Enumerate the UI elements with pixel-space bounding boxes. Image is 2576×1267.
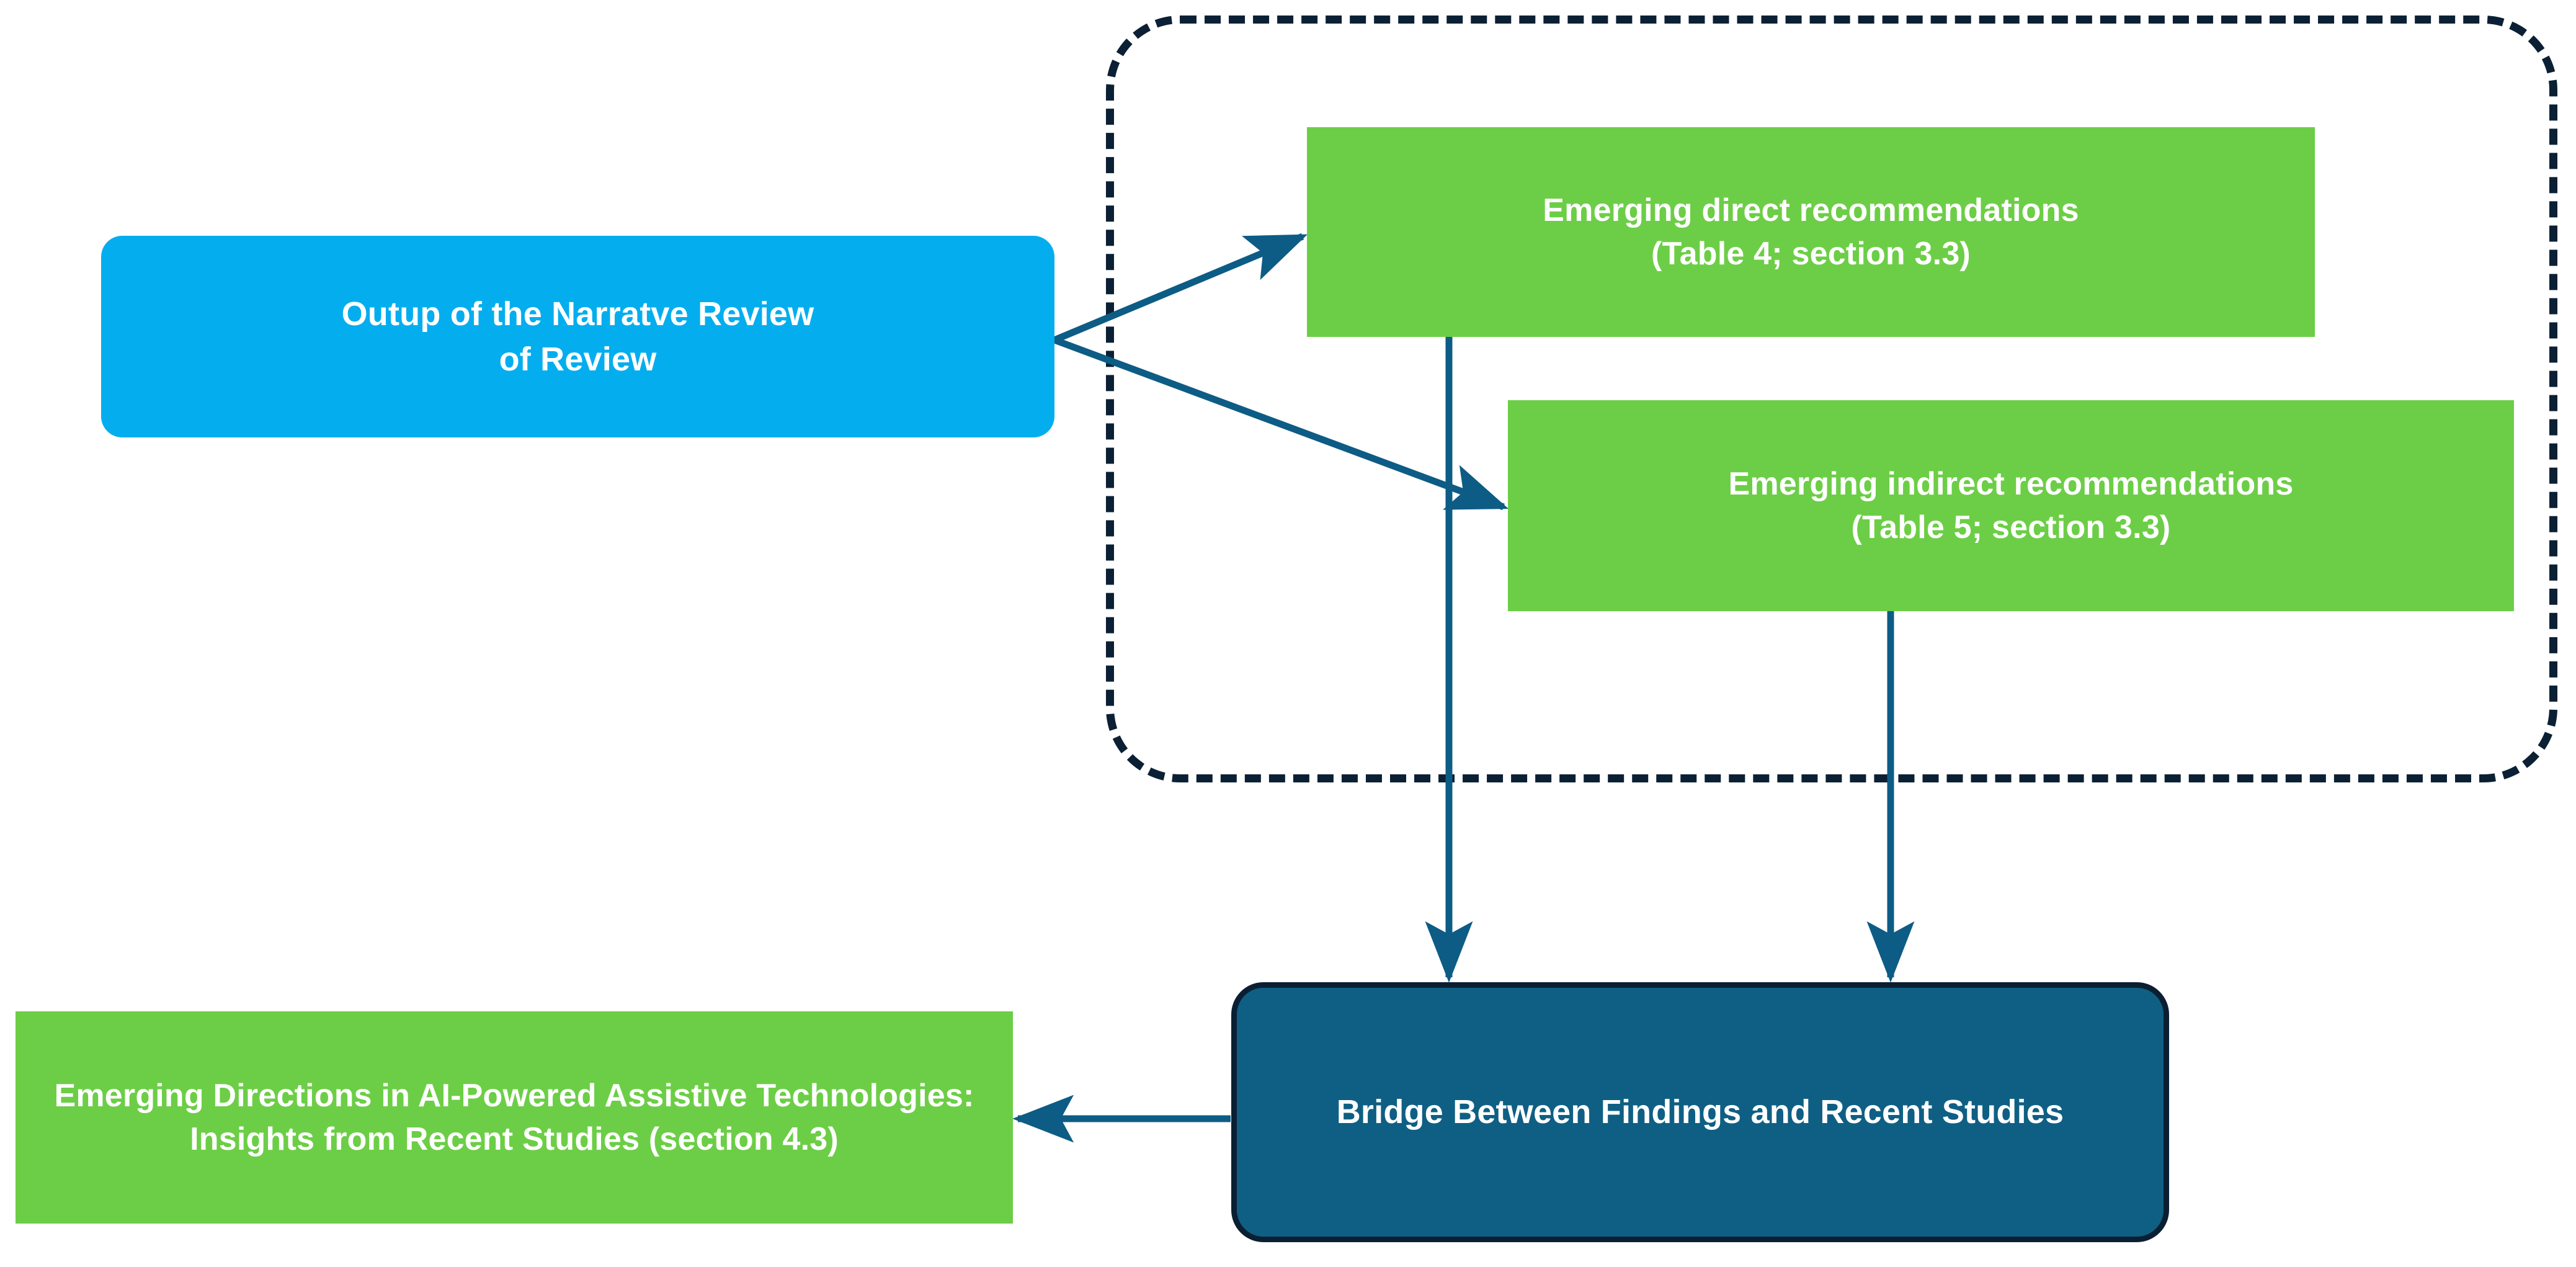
- node-direct-label-line1: Emerging direct recommendations: [1543, 192, 2079, 228]
- node-bridge-between-findings[interactable]: Bridge Between Findings and Recent Studi…: [1231, 982, 2169, 1242]
- node-indirect-label: Emerging indirect recommendations (Table …: [1523, 462, 2499, 549]
- node-output-label-line1: Outup of the Narratve Review: [341, 295, 814, 333]
- node-direct-label-line2: (Table 4; section 3.3): [1651, 236, 1971, 272]
- node-output-label-line2: of Review: [499, 340, 657, 378]
- node-emerging-directions-label-line2: Insights from Recent Studies (section 4.…: [190, 1121, 839, 1157]
- node-direct-label: Emerging direct recommendations (Table 4;…: [1322, 189, 2300, 275]
- node-output-label: Outup of the Narratve Review of Review: [116, 292, 1040, 382]
- node-output-of-narrative-review[interactable]: Outup of the Narratve Review of Review: [101, 236, 1054, 437]
- node-emerging-directions-label-line1: Emerging Directions in AI-Powered Assist…: [54, 1077, 974, 1114]
- node-emerging-directions[interactable]: Emerging Directions in AI-Powered Assist…: [16, 1011, 1013, 1224]
- node-emerging-directions-label: Emerging Directions in AI-Powered Assist…: [30, 1074, 998, 1161]
- node-indirect-label-line2: (Table 5; section 3.3): [1851, 509, 2171, 545]
- node-bridge-label: Bridge Between Findings and Recent Studi…: [1336, 1093, 2064, 1131]
- node-emerging-indirect-recommendations[interactable]: Emerging indirect recommendations (Table …: [1508, 400, 2514, 611]
- node-emerging-direct-recommendations[interactable]: Emerging direct recommendations (Table 4;…: [1307, 127, 2315, 337]
- node-indirect-label-line1: Emerging indirect recommendations: [1728, 465, 2294, 502]
